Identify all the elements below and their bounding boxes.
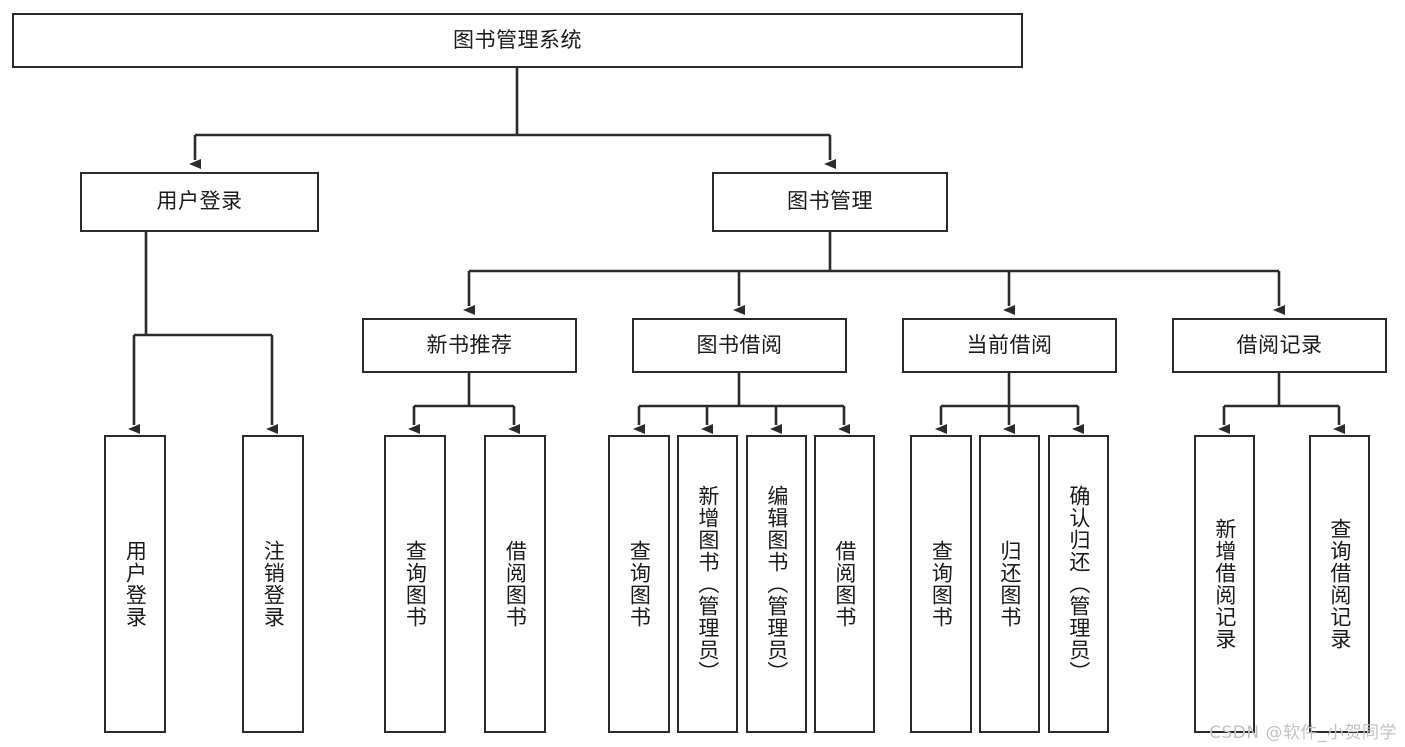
leaf-borrow-book[interactable]: 借阅图书 (814, 435, 875, 733)
node-current-borrow[interactable]: 当前借阅 (902, 318, 1117, 373)
node-label: 图书管理系统 (453, 27, 582, 52)
node-label: 查询借阅记录 (1327, 518, 1352, 650)
node-label: 借阅图书 (503, 540, 528, 628)
node-label: 当前借阅 (966, 332, 1053, 357)
leaf-edit-book-admin[interactable]: 编辑图书（管理员） (746, 435, 807, 733)
node-label: 归还图书 (997, 540, 1022, 628)
node-label: 借阅记录 (1236, 332, 1323, 357)
leaf-borrow-book-recommend[interactable]: 借阅图书 (484, 435, 546, 733)
leaf-confirm-return-admin[interactable]: 确认归还（管理员） (1048, 435, 1109, 733)
leaf-query-book-borrow[interactable]: 查询图书 (608, 435, 670, 733)
node-label: 查询图书 (929, 540, 954, 628)
node-book-management[interactable]: 图书管理 (712, 172, 948, 232)
node-label: 查询图书 (403, 540, 428, 628)
csdn-watermark: CSDN @软件_小贺同学 (1209, 723, 1397, 743)
node-label: 用户登录 (123, 540, 148, 628)
leaf-return-book[interactable]: 归还图书 (979, 435, 1040, 733)
node-new-book-recommend[interactable]: 新书推荐 (362, 318, 577, 373)
node-label: 图书管理 (787, 189, 873, 214)
leaf-query-borrow-record[interactable]: 查询借阅记录 (1309, 435, 1370, 733)
node-label: 新书推荐 (426, 332, 513, 357)
leaf-query-book-current[interactable]: 查询图书 (910, 435, 972, 733)
leaf-add-book-admin[interactable]: 新增图书（管理员） (677, 435, 738, 733)
leaf-user-login[interactable]: 用户登录 (104, 435, 166, 733)
leaf-query-book-recommend[interactable]: 查询图书 (384, 435, 446, 733)
node-label: 查询图书 (627, 540, 652, 628)
node-book-borrow[interactable]: 图书借阅 (632, 318, 847, 373)
node-label: 确认归还（管理员） (1066, 485, 1091, 683)
leaf-add-borrow-record[interactable]: 新增借阅记录 (1194, 435, 1255, 733)
node-label: 注销登录 (261, 540, 286, 628)
node-user-login[interactable]: 用户登录 (80, 172, 319, 232)
node-root[interactable]: 图书管理系统 (12, 13, 1023, 68)
node-label: 借阅图书 (832, 540, 857, 628)
node-label: 图书借阅 (696, 332, 783, 357)
node-borrow-records[interactable]: 借阅记录 (1172, 318, 1387, 373)
node-label: 编辑图书（管理员） (764, 485, 789, 683)
node-label: 用户登录 (156, 189, 243, 214)
node-label: 新增图书（管理员） (695, 485, 720, 683)
node-label: 新增借阅记录 (1212, 518, 1237, 650)
leaf-logout[interactable]: 注销登录 (242, 435, 304, 733)
